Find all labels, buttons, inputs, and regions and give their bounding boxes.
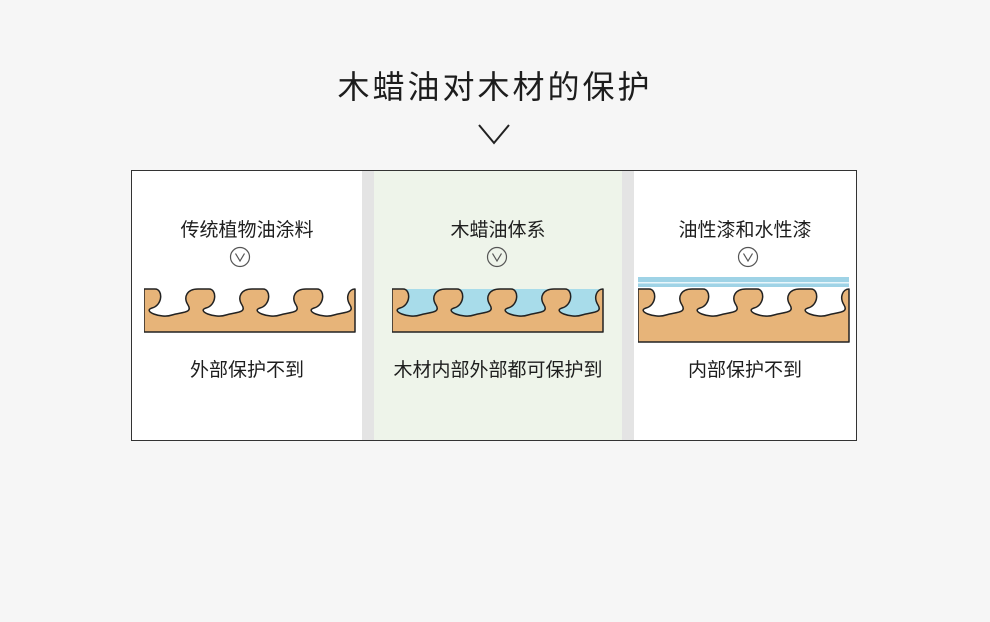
column-traditional-oil: 传统植物油涂料 外部保护不到	[132, 171, 362, 440]
wood-diagram-surface-gaps	[144, 288, 356, 333]
column-caption: 外部保护不到	[189, 359, 304, 381]
comparison-panel: 传统植物油涂料 外部保护不到 木蜡油体系 木材内部外部都可保护到 油性漆和水性漆	[131, 170, 857, 441]
chevron-down-icon	[478, 124, 510, 145]
circle-v-icon	[737, 246, 759, 268]
column-wood-wax-oil: 木蜡油体系 木材内部外部都可保护到	[374, 171, 622, 440]
column-caption: 内部保护不到	[687, 359, 802, 381]
column-caption: 木材内部外部都可保护到	[393, 359, 603, 381]
wood-diagram-surface-film	[638, 277, 850, 343]
wood-diagram-full-protection	[392, 288, 604, 333]
column-title: 传统植物油涂料	[180, 219, 314, 241]
column-title: 木蜡油体系	[450, 219, 546, 241]
column-title: 油性漆和水性漆	[678, 219, 812, 241]
column-separator	[622, 171, 634, 440]
circle-v-icon	[229, 246, 251, 268]
column-separator	[362, 171, 374, 440]
column-paint: 油性漆和水性漆 内部保护不到	[634, 171, 856, 440]
circle-v-icon	[486, 246, 508, 268]
page-title: 木蜡油对木材的保护	[337, 68, 653, 106]
